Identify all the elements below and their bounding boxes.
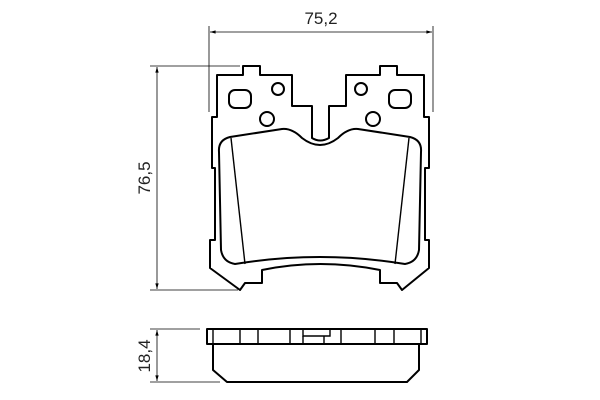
width-dimension: 75,2 — [208, 9, 434, 112]
slot-right — [388, 89, 412, 109]
hole-left-top — [271, 82, 285, 96]
pad-chamfer-right — [394, 137, 410, 265]
backing-plate-outline — [209, 65, 430, 291]
width-label: 75,2 — [304, 9, 337, 28]
thickness-label: 18,4 — [135, 339, 154, 372]
thickness-dimension: 18,4 — [135, 328, 220, 383]
hole-right-top — [354, 82, 368, 96]
side-view — [206, 328, 428, 383]
slot-left — [228, 89, 252, 109]
hole-right-bottom — [365, 111, 381, 127]
height-label: 76,5 — [135, 161, 154, 194]
pad-chamfer-left — [230, 137, 246, 265]
hole-left-bottom — [259, 111, 275, 127]
height-dimension: 76,5 — [135, 65, 240, 291]
friction-pad — [217, 127, 423, 265]
